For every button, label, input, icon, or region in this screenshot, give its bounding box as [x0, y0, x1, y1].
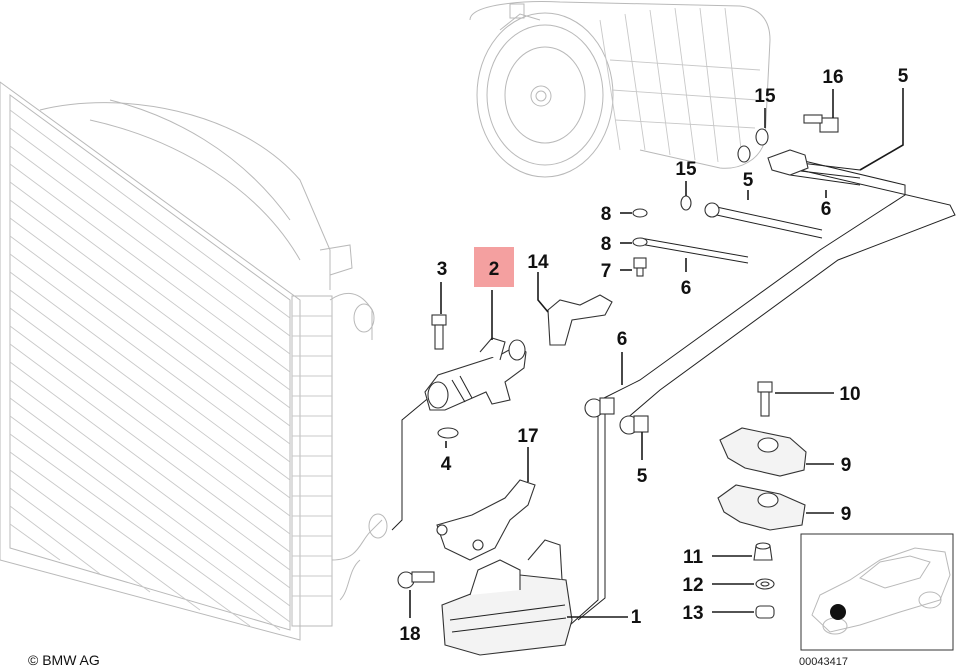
bolt-part-10 — [757, 381, 773, 417]
callout-14: 14 — [527, 252, 549, 273]
car-locator-inset — [800, 533, 954, 651]
highlight-box-part-2 — [474, 247, 514, 287]
callout-11: 11 — [683, 547, 704, 568]
bolt-part-3 — [431, 314, 447, 350]
callout-10: 10 — [839, 384, 860, 405]
oil-cooler-part-1 — [441, 539, 573, 656]
callout-2: 2 — [489, 259, 500, 280]
callout-5-mid: 5 — [743, 170, 754, 191]
callout-6-upper: 6 — [681, 278, 692, 299]
callout-4: 4 — [441, 454, 452, 475]
bracket-part-17 — [436, 479, 536, 561]
callout-1: 1 — [631, 607, 642, 628]
seal-ring-part-4 — [437, 427, 459, 439]
callout-6-right: 6 — [821, 199, 832, 220]
clamp-part-9-upper — [719, 427, 807, 477]
callout-5-upper: 5 — [898, 66, 909, 87]
callout-3: 3 — [437, 259, 448, 280]
pipe-fittings-lower — [584, 397, 649, 435]
callout-13: 13 — [682, 603, 703, 624]
callout-8-lower: 8 — [601, 234, 612, 255]
leader-lines — [409, 88, 904, 618]
thermostat-valve-part — [424, 337, 527, 411]
callout-9-lower: 9 — [841, 504, 852, 525]
callout-5-lower: 5 — [637, 466, 648, 487]
callout-12: 12 — [682, 575, 703, 596]
callout-15-right: 15 — [754, 86, 776, 107]
callout-18: 18 — [399, 624, 420, 645]
callout-8-upper: 8 — [601, 204, 612, 225]
radiator-illustration — [0, 81, 388, 641]
bracket-part-14 — [547, 294, 613, 346]
bolt-part-18 — [397, 571, 435, 589]
callout-16: 16 — [822, 67, 843, 88]
callout-6-mid: 6 — [617, 329, 628, 350]
small-parts-11-13 — [753, 542, 775, 619]
clamp-part-9-lower — [717, 484, 806, 531]
oil-lines — [391, 159, 956, 626]
reference-number: 00043417 — [799, 656, 848, 668]
copyright-text: © BMW AG — [28, 652, 100, 668]
callout-17: 17 — [517, 426, 538, 447]
pipe-fittings-upper — [632, 114, 839, 277]
callout-7: 7 — [601, 261, 612, 282]
location-dot — [830, 604, 846, 620]
callout-15-left: 15 — [675, 159, 697, 180]
callout-9-upper: 9 — [841, 455, 852, 476]
transmission-illustration — [469, 1, 771, 178]
